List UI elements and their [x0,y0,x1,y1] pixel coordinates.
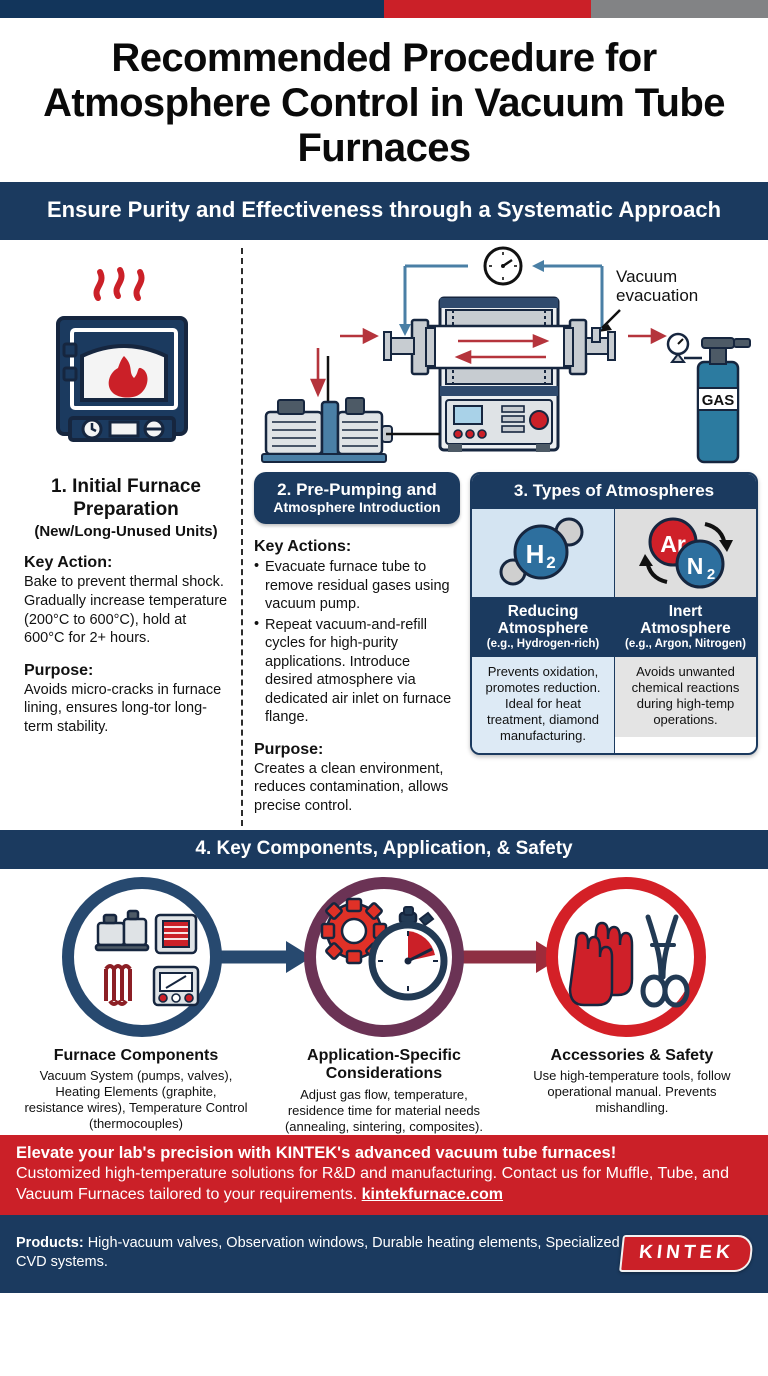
step-2-column: 2. Pre-Pumping and Atmosphere Introducti… [246,471,468,816]
step-4-item-1: Furnace Components Vacuum System (pumps,… [12,1047,260,1135]
subtitle-text: Ensure Purity and Effectiveness through … [46,197,722,223]
label-vacuum-evacuation-line1: Vacuum [616,267,677,286]
step-4-item-2-text: Adjust gas flow, temperature, residence … [284,1086,483,1134]
n2-symbol: N [686,553,703,579]
step-2-purpose-label: Purpose: [254,740,324,758]
ar-n2-molecule-illustration: Ar N 2 [615,508,756,597]
step-1-key-action-label: Key Action: [24,554,113,572]
icon-vacuum-pump [94,909,150,951]
step-2-purpose-text: Creates a clean environment, reduces con… [254,760,449,815]
furnace-schematic: Vacuum evacuation [261,246,751,464]
step-4-heading: 4. Key Components, Application, & Safety [195,837,573,859]
kintek-logo[interactable]: KINTEK [619,1234,754,1272]
footer-products: Products: High-vacuum valves, Observatio… [16,1234,621,1272]
cta-line-2-text: Customized high-temperature solutions fo… [16,1165,729,1203]
step-3-card: 3. Types of Atmospheres H 2 [470,471,758,755]
atmosphere-name-reducing: Reducing Atmosphere (e.g., Hydrogen-rich… [472,596,614,658]
step-2-bullet-1: Evacuate furnace tube to remove residual… [254,557,460,614]
atmosphere-cell-reducing: H 2 Reducing Atmosphere (e.g., Hydrogen-… [472,508,614,753]
step-4-item-3-text: Use high-temperature tools, follow opera… [533,1068,731,1116]
step-4-item-2-title: Application-Specific Considerations [307,1046,461,1083]
steps-columns: 1. Initial Furnace Preparation (New/Long… [0,471,768,816]
atmosphere-cell-inert: Ar N 2 Inert Atmosphere (e.g., Argon, Ni… [614,508,756,753]
step-2-heading-line2: Atmosphere Introduction [273,498,441,515]
atmosphere-type-grid: H 2 Reducing Atmosphere (e.g., Hydrogen-… [472,508,756,753]
icon-safety-gloves [568,921,634,1006]
footer-products-label: Products: [16,1235,84,1252]
page-title: Recommended Procedure for Atmosphere Con… [43,36,725,170]
inert-name-line1: Inert [668,602,703,620]
top-color-bar [0,0,768,18]
icon-heating-furnace-box [154,913,198,954]
step-3-column: 3. Types of Atmospheres H 2 [468,471,768,755]
step-2-heading-line1: 2. Pre-Pumping and [277,479,437,499]
step-1-subheading: (New/Long-Unused Units) [34,523,218,541]
h2-molecule-illustration: H 2 [472,508,614,597]
step-1-key-action-text: Bake to prevent thermal shock. Gradually… [24,574,228,647]
reducing-name-line1: Reducing [507,602,579,620]
cta-line-2: Customized high-temperature solutions fo… [16,1164,752,1205]
icon-thermocouple-meter [152,965,200,1006]
step-4-text-row: Furnace Components Vacuum System (pumps,… [0,1045,768,1135]
step-2-bullet-2: Repeat vacuum-and-refill cycles for high… [254,615,460,727]
inert-name-line2: Atmosphere [640,619,731,637]
icon-resistance-coil [104,963,132,1006]
furnace-icon-area [0,240,240,472]
reducing-description: Prevents oxidation, promotes reduction. … [472,657,614,753]
cta-line-1: Elevate your lab's precision with KINTEK… [16,1144,617,1162]
step-1-heading: 1. Initial Furnace Preparation [51,475,201,520]
title-block: Recommended Procedure for Atmosphere Con… [0,18,768,182]
vertical-dashed-divider [241,247,243,826]
step-1-purpose-label: Purpose: [24,661,94,679]
flow-arrow-1 [208,940,312,973]
reducing-example: (e.g., Hydrogen-rich) [486,637,600,650]
vacuum-system-diagram: Vacuum evacuation [240,240,768,472]
cta-banner: Elevate your lab's precision with KINTEK… [0,1135,768,1216]
step-2-header-pill: 2. Pre-Pumping and Atmosphere Introducti… [254,471,460,525]
step-1-column: 1. Initial Furnace Preparation (New/Long… [0,472,246,736]
icon-crucible-tongs [640,914,690,1008]
label-vacuum-evacuation-line2: evacuation [616,286,698,305]
hydrogen-molecule-icon: H 2 [499,517,584,586]
step-2-key-actions-label: Key Actions: [254,538,352,556]
atmosphere-name-inert: Inert Atmosphere (e.g., Argon, Nitrogen) [615,596,756,658]
step-4-item-2: Application-Specific Considerations Adju… [260,1047,508,1135]
step-1-purpose-text: Avoids micro-cracks in furnace lining, e… [24,681,222,735]
step-4-item-3: Accessories & Safety Use high-temperatur… [508,1047,756,1135]
subtitle-band: Ensure Purity and Effectiveness through … [0,182,768,240]
icon-stopwatch [368,905,448,1001]
footer-bar: Products: High-vacuum valves, Observatio… [0,1215,768,1294]
topbar-segment-navy [0,0,384,18]
circle-furnace-components [62,876,222,1037]
reducing-name-line2: Atmosphere [497,619,589,637]
argon-nitrogen-icon: Ar N 2 [638,517,733,589]
inert-description: Avoids unwanted chemical reactions durin… [615,657,756,737]
topbar-segment-gray [591,0,768,18]
label-gas: GAS [702,392,735,409]
icon-gear [320,897,388,964]
step-4-item-3-title: Accessories & Safety [550,1046,714,1064]
step-4-item-1-text: Vacuum System (pumps, valves), Heating E… [24,1068,248,1132]
step-4-flow-diagram [0,869,768,1045]
cta-website-link[interactable]: kintekfurnace.com [361,1185,504,1203]
h2-symbol: H [526,539,545,569]
muffle-furnace-icon [56,266,188,442]
hero-illustration-row: Vacuum evacuation [0,240,768,826]
step-4-heading-band: 4. Key Components, Application, & Safety [0,829,768,869]
inert-example: (e.g., Argon, Nitrogen) [625,637,746,650]
footer-products-text: High-vacuum valves, Observation windows,… [16,1235,620,1271]
topbar-segment-red [384,0,592,18]
flow-circles [62,876,706,1037]
h2-subscript: 2 [546,553,555,572]
step-4-item-1-title: Furnace Components [53,1046,219,1064]
step-3-heading: 3. Types of Atmospheres [472,473,756,509]
n2-subscript: 2 [706,566,714,583]
